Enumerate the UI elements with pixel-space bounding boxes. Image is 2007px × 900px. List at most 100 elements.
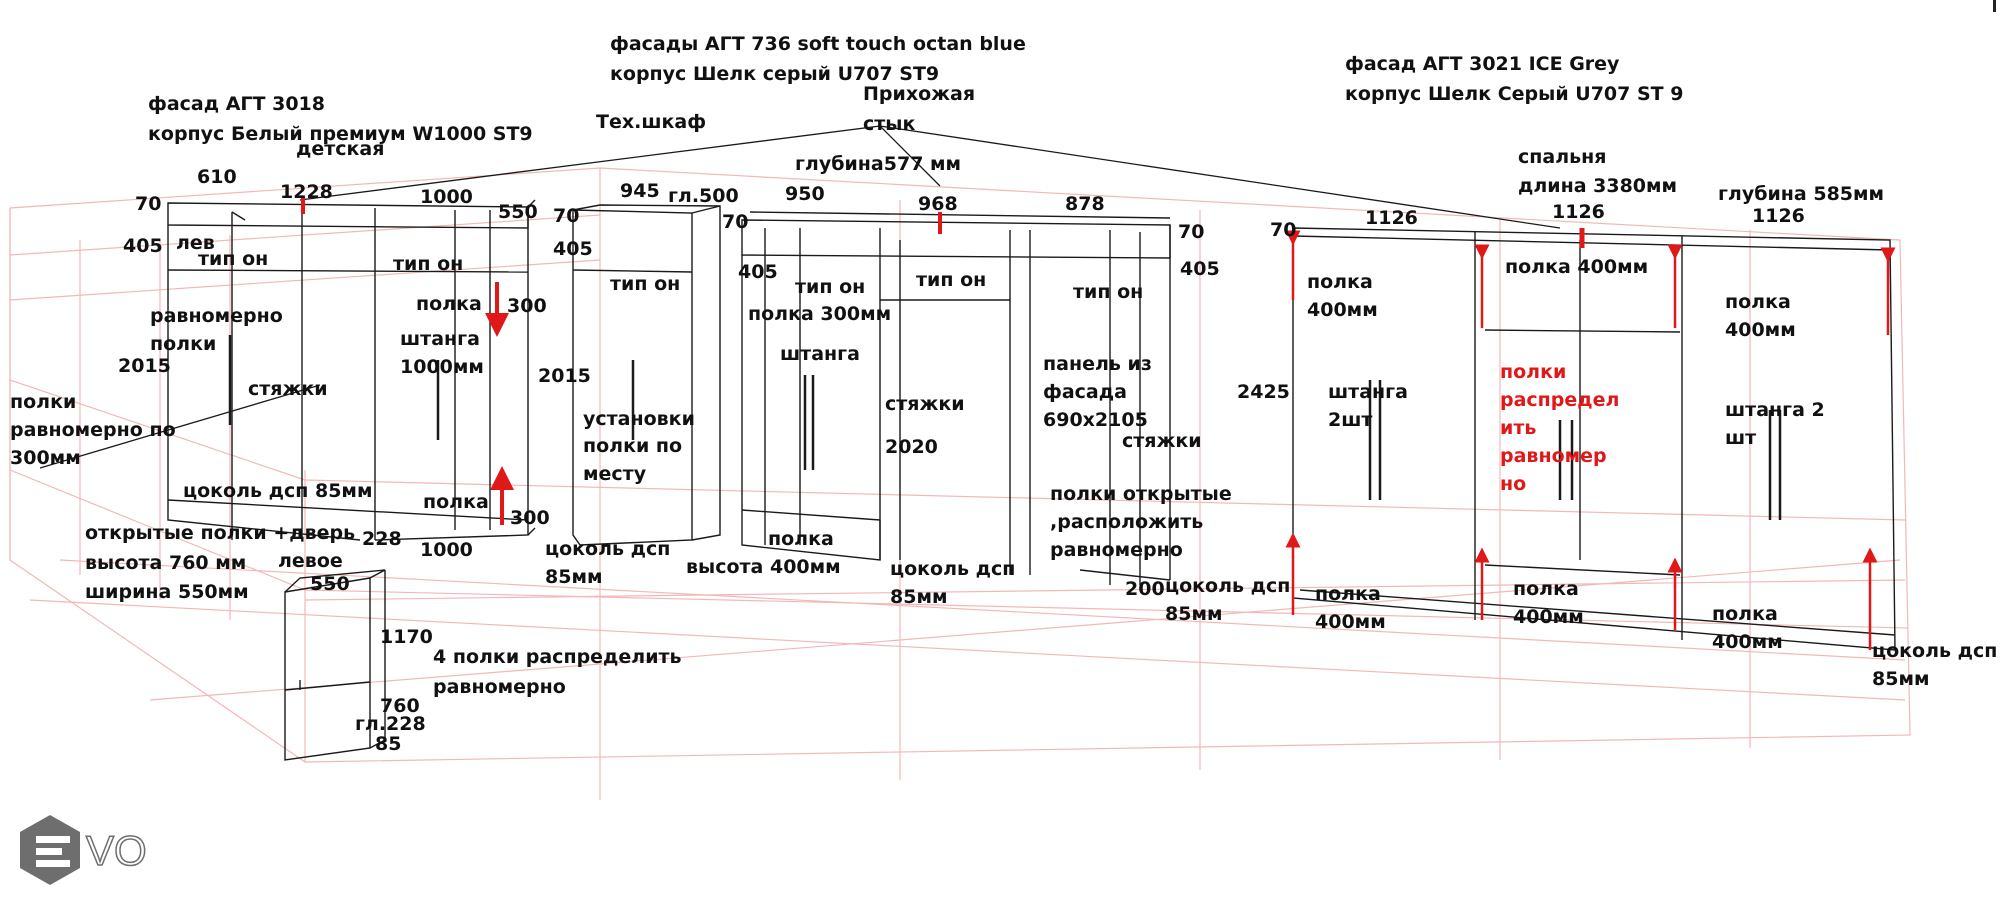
w-1000-top: 1000 (420, 186, 473, 208)
small-550: 550 (310, 573, 350, 595)
w-950: 950 (785, 183, 825, 205)
height-400: высота 400мм (686, 556, 841, 578)
panel-3: 690х2105 (1043, 409, 1148, 431)
polki-left-2: равномерно по (10, 419, 176, 441)
depth-577: глубина577 мм (795, 153, 961, 175)
d-300-a: 300 (507, 295, 547, 317)
styazhki-3: стяжки (1122, 430, 1202, 452)
h-2020: 2020 (885, 436, 938, 458)
right-red-marks (1285, 228, 1896, 650)
w-968: 968 (918, 193, 958, 215)
w-1126-b: 1126 (1552, 201, 1605, 223)
red-4: равномер (1500, 445, 1607, 467)
h-405-b: 405 (553, 238, 593, 260)
shtanga-r-1: штанга 2 (1725, 399, 1825, 421)
h-70-c: 70 (722, 211, 748, 233)
joint: стык (863, 113, 915, 135)
w-878: 878 (1065, 193, 1105, 215)
tech-cabinet (572, 204, 721, 546)
polka400-b1: полка (1725, 291, 1791, 313)
evo-logo: VO (20, 815, 147, 885)
tip-on-5: тип он (916, 269, 986, 291)
polka400-b2: 400мм (1725, 319, 1796, 341)
bot-polka-3b: 400мм (1712, 631, 1783, 653)
h-70-e: 70 (1270, 219, 1296, 241)
left-red-marks (301, 197, 514, 525)
plinth-5a: цоколь дсп (1872, 640, 1997, 662)
title-left-2: корпус Белый премиум W1000 ST9 (148, 123, 533, 145)
plinth-4b: 85мм (1165, 603, 1223, 625)
tip-on-3: тип он (610, 273, 680, 295)
h-70-b: 70 (553, 205, 579, 227)
lev: лев (176, 232, 215, 254)
title-right-2: корпус Шелк Серый U707 ST 9 (1345, 83, 1683, 105)
leader-lines (39, 125, 1561, 469)
red-1: полки (1500, 361, 1566, 383)
h-2425: 2425 (1237, 381, 1290, 403)
open-1: открытые полки +дверь (85, 522, 355, 544)
title-center-2: корпус Шелк серый U707 ST9 (610, 63, 939, 85)
levoe: левое (278, 550, 343, 572)
open-shelves-3: равномерно (1050, 539, 1183, 561)
w-945: 945 (620, 180, 660, 202)
h-405-a: 405 (123, 235, 163, 257)
red-5: но (1500, 473, 1526, 495)
plinth-3b: 85мм (890, 586, 948, 608)
h-2015-b: 2015 (538, 365, 591, 387)
four-shelves-1: 4 полки распределить (433, 646, 682, 668)
w-1126-c: 1126 (1752, 205, 1805, 227)
room-kids: детская (296, 138, 384, 160)
polki-left-3: 300мм (10, 447, 81, 469)
right-cabinet (1292, 227, 1896, 651)
tip-on-2: тип он (393, 253, 463, 275)
w-1000-bot: 1000 (420, 539, 473, 561)
bot-polka-1b: 400мм (1315, 611, 1386, 633)
polka400-a1: полка (1307, 271, 1373, 293)
polka400-a2: 400мм (1307, 299, 1378, 321)
panel-1: панель из (1043, 353, 1152, 375)
red-2: распредел (1500, 389, 1619, 411)
w-550-top: 550 (498, 201, 538, 223)
w-1126-a: 1126 (1365, 207, 1418, 229)
red-3: ить (1500, 417, 1536, 439)
shtanga-2sht-2: 2шт (1328, 409, 1372, 431)
install-3: месту (583, 463, 647, 485)
plinth-4a: цоколь дсп (1165, 575, 1290, 597)
plinth-2a: цоколь дсп (545, 538, 670, 560)
shelves-even-1: равномерно (150, 305, 283, 327)
shtanga-1000: 1000мм (400, 356, 484, 378)
polka400-top: полка 400мм (1505, 256, 1648, 278)
bot-polka-2a: полка (1513, 578, 1579, 600)
w-200: 200 (1125, 578, 1165, 600)
polka-a: полка (416, 293, 482, 315)
tip-on-6: тип он (1073, 281, 1143, 303)
left-cabinet (167, 199, 536, 541)
install-2: полки по (583, 435, 682, 457)
center-handles (803, 375, 815, 470)
h-70-d: 70 (1178, 221, 1204, 243)
left-handles (228, 335, 440, 440)
plinth-2b: 85мм (545, 566, 603, 588)
edge-bar (1993, 0, 1996, 12)
depth-585: глубина 585мм (1718, 183, 1884, 205)
d-300-b: 300 (510, 507, 550, 529)
watermark-text: VO (86, 827, 147, 874)
polka-c: полка (768, 528, 834, 550)
small-1170: 1170 (380, 626, 433, 648)
gl-500: гл.500 (668, 185, 739, 207)
shtanga-2: штанга (780, 343, 860, 365)
small-gl228: гл.228 (355, 713, 426, 735)
center-cabinet (741, 211, 1171, 585)
open-shelves-2: ,расположить (1050, 511, 1203, 533)
title-right-1: фасад АГТ 3021 ICE Grey (1345, 53, 1620, 75)
open-3: ширина 550мм (85, 581, 249, 603)
small-85: 85 (375, 733, 401, 755)
h-405-d: 405 (1180, 258, 1220, 280)
plinth-3a: цоколь дсп (890, 558, 1015, 580)
styazhki-1: стяжки (248, 378, 328, 400)
polki-left-1: полки (10, 391, 76, 413)
tech-cab: Тех.шкаф (596, 111, 706, 133)
small-cabinet (284, 569, 386, 761)
styazhki-2: стяжки (885, 393, 965, 415)
room-hall: Прихожая (863, 83, 975, 105)
